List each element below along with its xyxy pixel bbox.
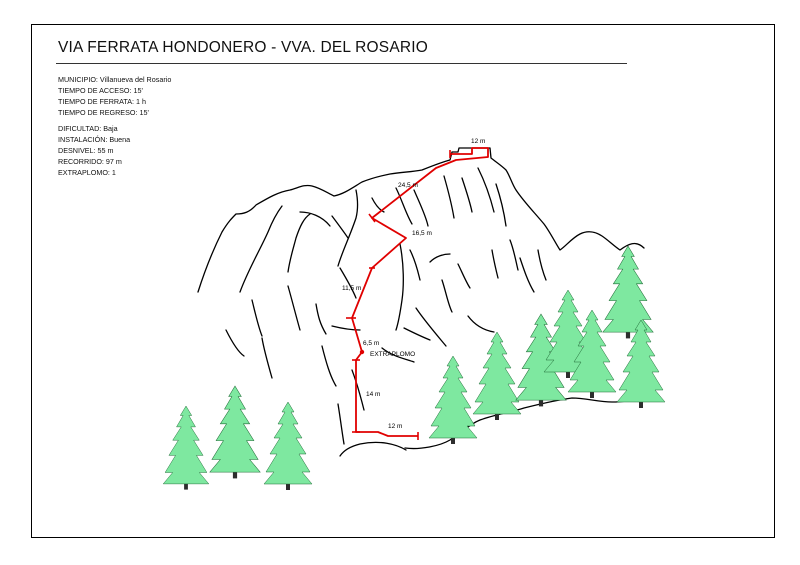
rock-details	[225, 167, 547, 457]
drawing-frame	[31, 24, 775, 538]
info-tiempo-ferrata: TIEMPO DE FERRATA: 1 h	[58, 97, 146, 106]
info-desnivel: DESNIVEL: 55 m	[58, 146, 114, 155]
label-bottom-12m: 12 m	[388, 423, 402, 430]
page-title: VIA FERRATA HONDONERO - VVA. DEL ROSARIO	[58, 39, 429, 56]
tree-icon	[428, 355, 478, 445]
label-top-12m: 12 m	[471, 138, 485, 145]
info-instalacion: INSTALACIÓN: Buena	[58, 135, 131, 144]
trees-left	[162, 385, 313, 491]
info-tiempo-regreso: TIEMPO DE REGRESO: 15'	[58, 108, 149, 117]
ferrata-route	[346, 147, 489, 440]
tree-icon	[162, 405, 210, 490]
label-6-5m: 6,5 m	[363, 340, 379, 347]
label-extraplomo: EXTRAPLOMO	[370, 351, 415, 358]
trees-right	[428, 245, 666, 445]
label-11-5m: 11,5 m	[342, 285, 361, 292]
tree-icon	[209, 385, 261, 479]
info-tiempo-acceso: TIEMPO DE ACCESO: 15'	[58, 86, 143, 95]
label-14m: 14 m	[366, 391, 380, 398]
tree-icon	[472, 331, 522, 421]
title-underline	[56, 63, 627, 64]
rock-ridge-outline	[197, 147, 645, 293]
info-extraplomo: EXTRAPLOMO: 1	[58, 168, 116, 177]
ground-line	[404, 397, 641, 450]
label-24-5m: 24,5 m	[398, 182, 418, 189]
info-dificultad: DIFICULTAD: Baja	[58, 124, 118, 133]
label-16-5m: 16,5 m	[412, 230, 432, 237]
tree-icon	[602, 245, 654, 339]
info-recorrido: RECORRIDO: 97 m	[58, 157, 122, 166]
tree-icon	[263, 401, 313, 491]
tree-icon	[616, 319, 666, 409]
info-municipio: MUNICIPIO: Villanueva del Rosario	[58, 75, 172, 84]
